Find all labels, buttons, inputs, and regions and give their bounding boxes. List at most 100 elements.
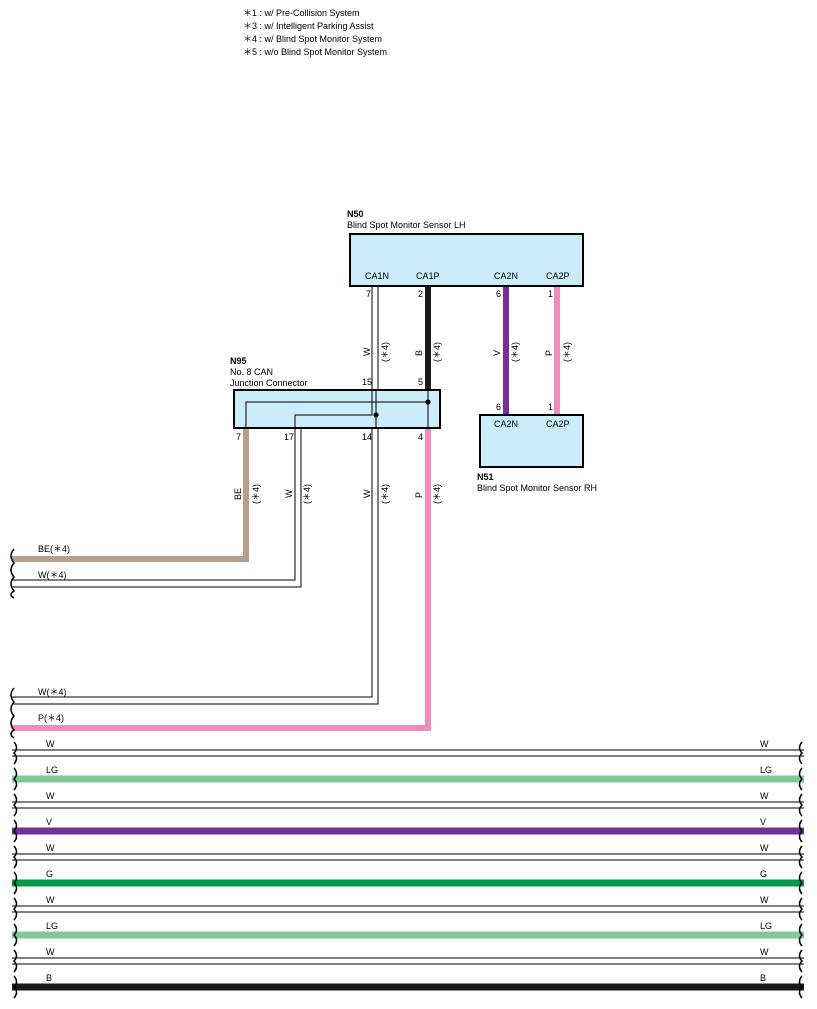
n50-code: N50 (347, 209, 364, 219)
condition-notes: ＊1 : w/ Pre-Collision System ＊3 : w/ Int… (243, 8, 387, 57)
bus-wire-label-right: W (760, 843, 769, 853)
note-3: ＊3 : w/ Intelligent Parking Assist (243, 21, 374, 31)
bus-wire-label-right: LG (760, 765, 772, 775)
n51-terminal-ca2p: CA2P (546, 419, 570, 429)
wire-break-mark (12, 767, 18, 791)
junction-dot (373, 412, 379, 418)
bus-wire-label-right: W (760, 947, 769, 957)
n51-pin-1: 1 (548, 402, 553, 412)
n50-terminal-ca1p: CA1P (416, 271, 440, 281)
tag-color: W (284, 489, 294, 498)
wire-break-mark (12, 871, 18, 895)
n51-box (479, 414, 584, 468)
n51-terminal-ca2n: CA2N (494, 419, 518, 429)
note-1: ＊1 : w/ Pre-Collision System (243, 8, 360, 18)
bus-wire-label-left: W (46, 947, 55, 957)
wire-break-mark (798, 975, 804, 999)
wire-w-14 (12, 428, 373, 698)
wire-break-mark (798, 819, 804, 843)
wire-w-17-edge (12, 428, 302, 588)
wire-break-mark (12, 845, 18, 869)
tag-cond: (＊4) (432, 342, 442, 362)
bus-wire-label-left: V (46, 817, 52, 827)
wire-tags: W (＊4) B (＊4) V (＊4) P (＊4) BE (＊4) W (＊… (233, 342, 572, 504)
bus-wire-label-left: LG (46, 765, 58, 775)
n50-box (349, 233, 584, 287)
n51-pin-6: 6 (496, 402, 501, 412)
tag-color: V (492, 350, 502, 356)
bus-wire-label-left: W (46, 895, 55, 905)
n95-pin-7: 7 (236, 432, 241, 442)
wire-break-mark (798, 845, 804, 869)
bus-wire-label-left: W (46, 739, 55, 749)
wire-break-mark (12, 897, 18, 921)
bus-wire-label-left: W (46, 791, 55, 801)
n95-name-line2: Junction Connector (230, 378, 308, 388)
component-n51[interactable]: 6 1 CA2N CA2P N51 Blind Spot Monitor Sen… (477, 402, 597, 493)
n50-terminal-ca1n: CA1N (365, 271, 389, 281)
n95-box (233, 389, 441, 429)
left-break-marks (10, 548, 16, 739)
n51-name: Blind Spot Monitor Sensor RH (477, 483, 597, 493)
wire-break-mark (798, 793, 804, 817)
wire-break-mark (798, 949, 804, 973)
wire-break-mark (12, 975, 18, 999)
bus-wire-label-right: W (760, 791, 769, 801)
tag-color: BE (233, 488, 243, 500)
wire-break-mark (798, 767, 804, 791)
wire-w-14-edge (12, 428, 379, 705)
left-wire-label: W(＊4) (38, 687, 67, 697)
wire-p-4 (12, 428, 431, 731)
n50-terminal-ca2p: CA2P (546, 271, 570, 281)
tag-color: W (362, 347, 372, 356)
n50-wires (371, 286, 560, 415)
tag-color: W (362, 489, 372, 498)
n50-pin-2: 2 (418, 289, 423, 299)
n95-pin-15: 15 (362, 377, 372, 387)
bus-wire-label-left: G (46, 869, 53, 879)
wire-be-7 (12, 428, 249, 562)
n50-pin-6: 6 (496, 289, 501, 299)
n50-pin-7: 7 (366, 289, 371, 299)
tag-color: P (544, 350, 554, 356)
wire-break-mark (12, 923, 18, 947)
n95-internal-bus (245, 390, 431, 428)
left-wire-label: P(＊4) (38, 713, 64, 723)
tag-color: P (414, 492, 424, 498)
tag-cond: (＊4) (251, 484, 261, 504)
n95-pin-17: 17 (284, 432, 294, 442)
bus-wire-label-right: V (760, 817, 766, 827)
component-n95[interactable]: N95 No. 8 CAN Junction Connector 15 5 7 … (230, 356, 441, 442)
n95-pin-14: 14 (362, 432, 372, 442)
tag-cond: (＊4) (302, 484, 312, 504)
bus-wire-label-right: G (760, 869, 767, 879)
wire-break-mark (798, 741, 804, 765)
bus-wire-label-right: LG (760, 921, 772, 931)
junction-dot (425, 399, 431, 405)
n51-code: N51 (477, 472, 494, 482)
wire-break-mark (798, 923, 804, 947)
bus-wire-label-right: W (760, 895, 769, 905)
wire-break-mark (798, 871, 804, 895)
tag-cond: (＊4) (380, 342, 390, 362)
tag-cond: (＊4) (562, 342, 572, 362)
n50-pin-1: 1 (548, 289, 553, 299)
wire-break-mark (12, 741, 18, 765)
bus-wire-label-right: B (760, 973, 766, 983)
n95-pin-4: 4 (418, 432, 423, 442)
wire-break-mark (12, 819, 18, 843)
tag-cond: (＊4) (510, 342, 520, 362)
wire-break-mark (12, 949, 18, 973)
wire-break-mark (798, 897, 804, 921)
component-n50[interactable]: N50 Blind Spot Monitor Sensor LH CA1N CA… (347, 209, 584, 299)
note-4: ＊4 : w/ Blind Spot Monitor System (243, 34, 382, 44)
n95-name-line1: No. 8 CAN (230, 367, 273, 377)
n95-wires (12, 428, 431, 731)
bus-wire-label-left: W (46, 843, 55, 853)
wire-break-mark (12, 793, 18, 817)
bus-wire-label-right: W (760, 739, 769, 749)
bus-wire-label-left: LG (46, 921, 58, 931)
note-5: ＊5 : w/o Blind Spot Monitor System (243, 47, 387, 57)
